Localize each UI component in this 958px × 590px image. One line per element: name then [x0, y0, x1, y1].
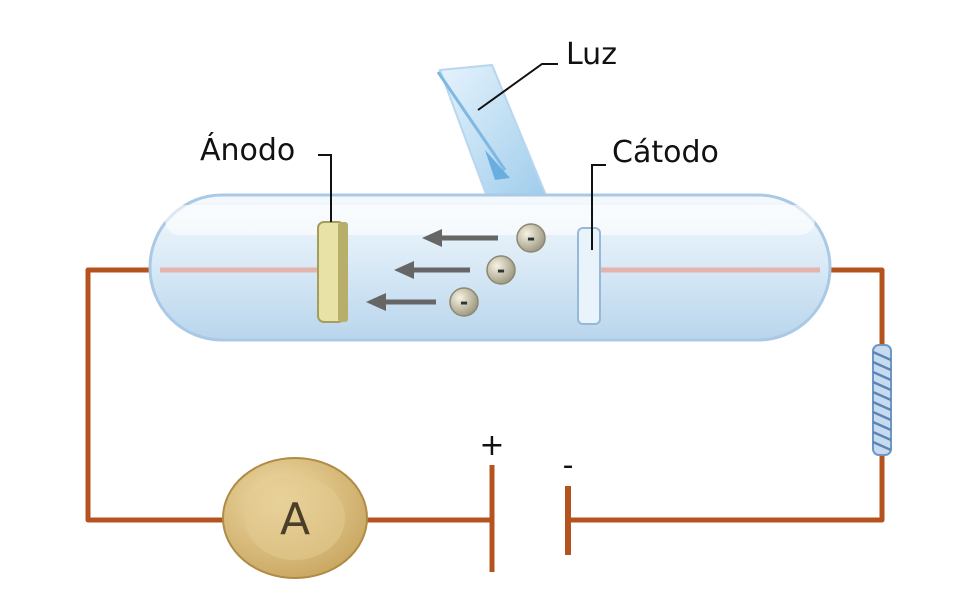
anode-plate [317, 221, 348, 323]
anode-label: Ánodo [200, 132, 295, 168]
battery-negative-sign: - [563, 448, 574, 483]
anode-leader-line [318, 154, 332, 222]
electron: - [486, 255, 516, 285]
battery-positive-sign: + [479, 428, 504, 463]
arrow-icon [394, 261, 470, 279]
electron-charge: - [497, 258, 505, 282]
cathode-leader-line [591, 164, 606, 250]
light-leader-line [477, 63, 558, 111]
light-label: Luz [566, 37, 617, 72]
light-arrow-icon [485, 150, 510, 180]
cathode-label: Cátodo [612, 135, 719, 170]
electron-charge: - [527, 226, 535, 250]
resistor-coil [872, 344, 892, 456]
electron: - [449, 287, 479, 317]
cathode-plate [577, 227, 601, 325]
arrow-icon [366, 293, 436, 311]
electron: - [516, 223, 546, 253]
light-inlet [436, 63, 550, 207]
arrow-icon [422, 229, 498, 247]
electron-flow-arrows [366, 229, 498, 311]
battery: + - [479, 428, 573, 572]
circuit-wire [85, 267, 885, 523]
electron-charge: - [460, 290, 468, 314]
ammeter-label: A [280, 494, 310, 545]
ammeter: A [222, 457, 368, 579]
